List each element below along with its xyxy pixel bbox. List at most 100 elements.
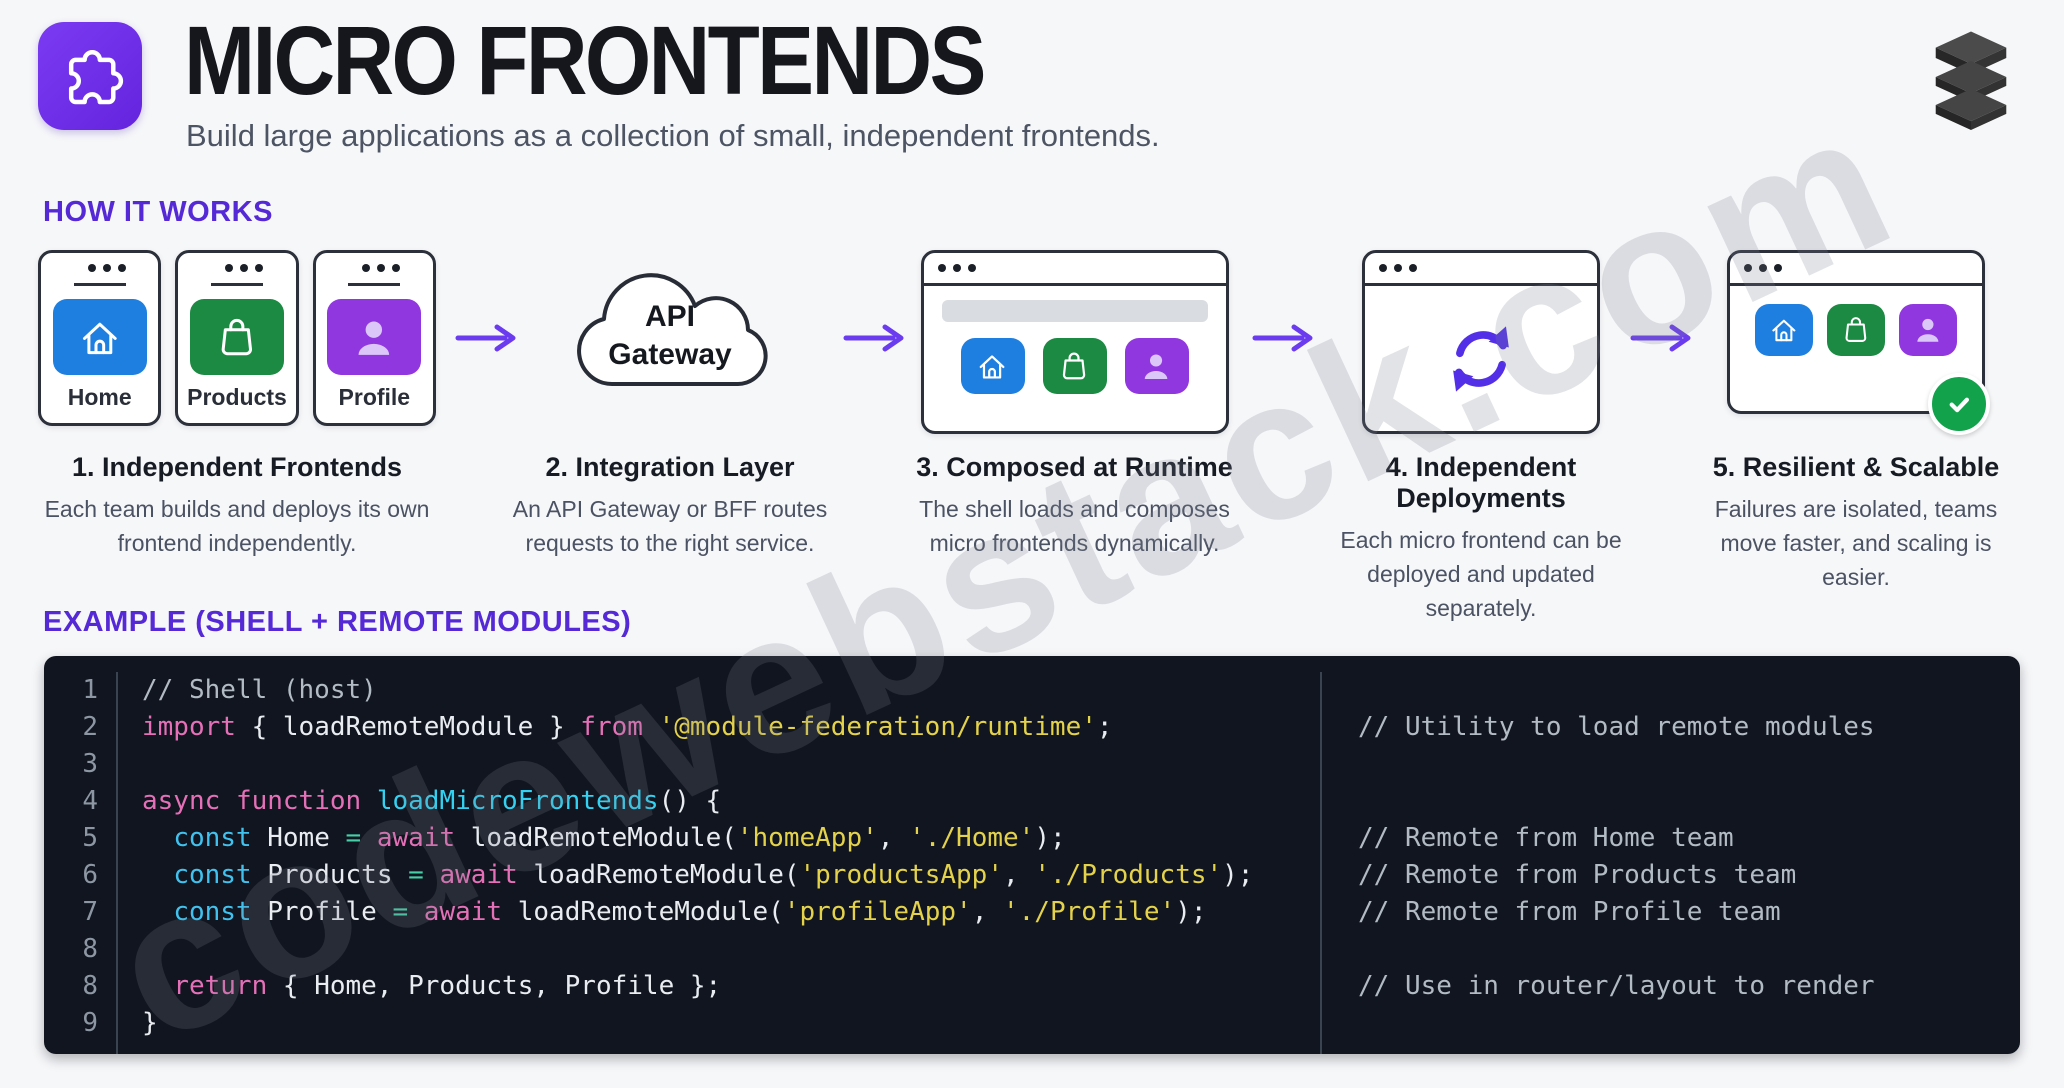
- window-label: Profile: [338, 384, 411, 410]
- flow-arrow-icon: [843, 324, 904, 352]
- window-dot: [239, 264, 248, 272]
- code-token: 'homeApp': [736, 823, 878, 853]
- code-token: // Shell (host): [142, 675, 377, 705]
- window-dot: [1409, 264, 1417, 272]
- app-logo: [38, 22, 142, 130]
- code-token: await: [376, 823, 456, 853]
- cloud-icon: [577, 273, 768, 386]
- window-dot: [952, 264, 961, 272]
- code-token: [220, 786, 236, 816]
- check-icon: [1949, 397, 1970, 413]
- window-titlebar: [210, 253, 263, 286]
- code-token: [643, 712, 659, 742]
- products-tile: [1042, 338, 1107, 394]
- composed-tiles: [924, 338, 1226, 394]
- code-token: './Profile': [1003, 897, 1176, 927]
- step1-graphic: Home Products Profile: [38, 250, 436, 430]
- code-side-comment: [1358, 746, 2020, 783]
- code-token: async: [142, 786, 221, 816]
- window-titlebar: [348, 253, 401, 286]
- profile-tile: [327, 299, 422, 375]
- products-tile: [189, 299, 284, 375]
- window-dot: [937, 264, 946, 272]
- window-dot: [224, 264, 233, 272]
- step-title: 3. Composed at Runtime: [916, 452, 1233, 482]
- code-token: =: [392, 897, 409, 927]
- code-side-comment: [1358, 783, 2020, 820]
- code-token: loadRemoteModule(: [517, 860, 800, 890]
- profile-tile: [1899, 304, 1957, 356]
- code-token: [142, 823, 173, 853]
- code-token: const: [173, 897, 252, 927]
- address-bar: [941, 300, 1208, 322]
- code-side-comment: // Remote from Home team: [1358, 823, 1734, 853]
- window-dot: [362, 264, 371, 272]
- home-tile: [1755, 304, 1813, 356]
- browser-window-home: Home: [38, 250, 162, 426]
- window-titlebar: [923, 253, 1226, 286]
- code-token: import: [142, 712, 236, 742]
- code-token: loadMicroFrontends: [376, 786, 659, 816]
- code-side-comment: [1358, 1005, 2020, 1042]
- code-token: await: [423, 897, 503, 927]
- window-dot: [87, 264, 96, 272]
- code-side-comment: [1358, 931, 2020, 968]
- code-token: () {: [658, 786, 722, 816]
- code-main-column: // Shell (host) import { loadRemoteModule…: [118, 672, 1320, 1054]
- window-titlebar: [1365, 253, 1597, 286]
- puzzle-icon: [68, 50, 124, 105]
- code-token: loadRemoteModule(: [502, 897, 784, 927]
- success-check-badge: [1928, 373, 1990, 435]
- step5-graphic: [1695, 250, 2017, 435]
- step2-graphic: API Gateway: [510, 250, 830, 430]
- code-side-comment: [1358, 672, 2020, 709]
- code-token: './Products': [1034, 860, 1223, 890]
- person-icon: [358, 321, 390, 355]
- code-token: [142, 971, 173, 1001]
- page-subtitle: Build large applications as a collection…: [186, 118, 1160, 153]
- products-tile: [1827, 304, 1885, 356]
- code-token: ;: [1096, 712, 1113, 742]
- code-token: [142, 897, 173, 927]
- step-description: The shell loads and composes micro front…: [919, 496, 1230, 556]
- code-token: [408, 897, 424, 927]
- step4-graphic: [1322, 250, 1640, 434]
- code-token: 'productsApp': [799, 860, 1004, 890]
- flow-arrow-icon: [1252, 324, 1313, 352]
- shopping-bag-icon: [1063, 352, 1086, 380]
- code-token: await: [439, 860, 518, 890]
- home-icon: [1772, 319, 1796, 342]
- code-token: loadRemoteModule(: [455, 823, 737, 853]
- step3-graphic: [912, 250, 1237, 434]
- step-description: Each micro frontend can be deployed and …: [1340, 527, 1622, 621]
- code-line-number: 2: [82, 712, 98, 742]
- step-description: An API Gateway or BFF routes requests to…: [512, 496, 828, 556]
- code-token: function: [235, 786, 362, 816]
- code-line: return { Home, Products, Profile };: [142, 968, 1320, 1005]
- code-line: [142, 746, 1320, 783]
- code-line: [142, 931, 1320, 968]
- person-icon: [1917, 319, 1939, 342]
- flow-arrow-icon: [455, 324, 516, 352]
- sync-body: [1365, 286, 1597, 431]
- shopping-bag-icon: [1845, 317, 1867, 343]
- home-tile: [52, 299, 147, 375]
- step-independent-frontends: Home Products Profile 1. Independent Fro…: [38, 250, 436, 560]
- header: MICRO FRONTENDS Build large applications…: [184, 10, 1160, 154]
- code-token: [424, 860, 440, 890]
- cloud-label-line1: API: [644, 300, 695, 333]
- code-token: Home: [251, 823, 346, 853]
- checked-browser-window: [1727, 250, 1990, 435]
- code-token: [142, 860, 173, 890]
- code-line: }: [142, 1005, 1320, 1042]
- resilient-tiles: [1730, 304, 1982, 356]
- code-token: );: [1034, 823, 1066, 853]
- window-dot: [392, 264, 401, 272]
- window-titlebar: [1730, 253, 1982, 286]
- code-token: Profile: [251, 897, 393, 927]
- step-title: 2. Integration Layer: [545, 452, 795, 482]
- code-line-number: 9: [82, 1008, 98, 1038]
- step-description: Failures are isolated, teams move faster…: [1714, 496, 1998, 590]
- home-tile: [960, 338, 1025, 394]
- code-line: import { loadRemoteModule } from '@modul…: [142, 709, 1320, 746]
